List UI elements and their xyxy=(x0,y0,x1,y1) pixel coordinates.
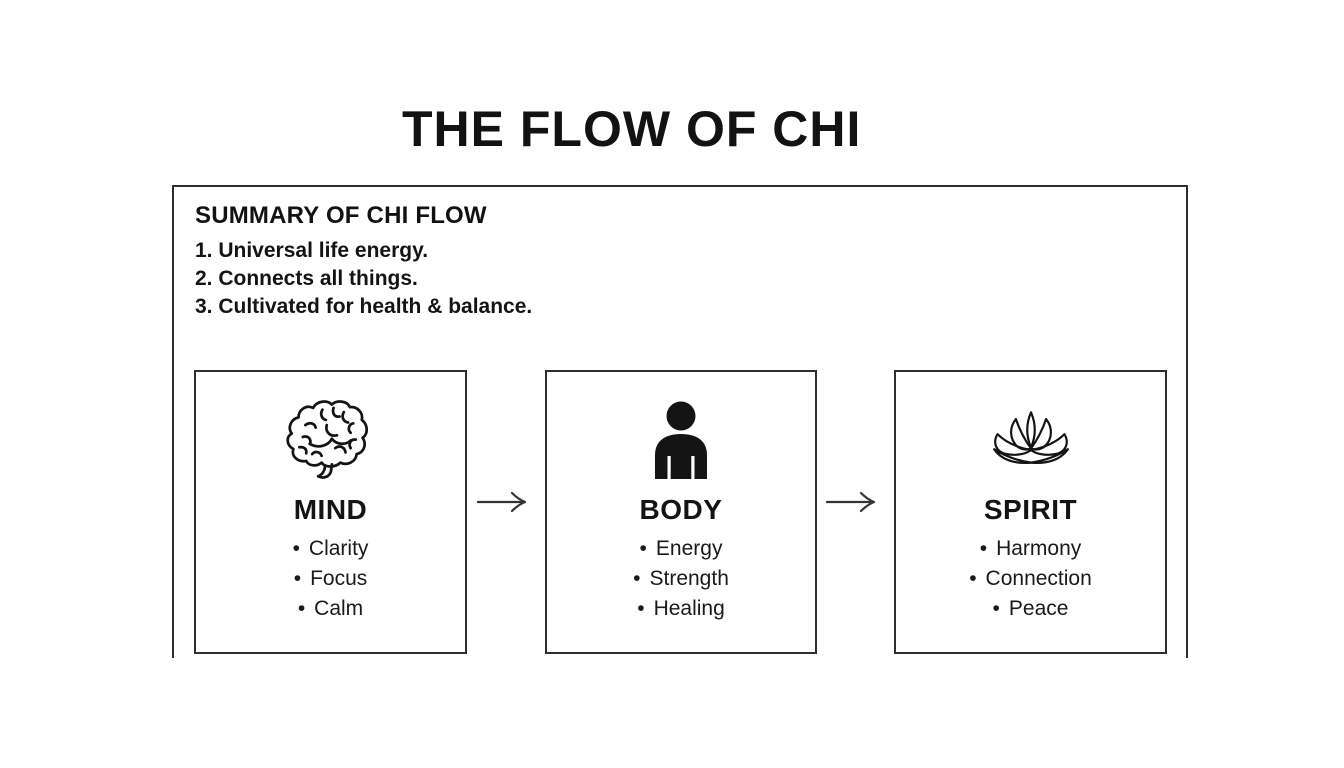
bullet-dot: • xyxy=(633,567,641,590)
bullet-item: • Calm xyxy=(196,594,465,624)
mind-node: MIND •Clarity •Focus •Calm xyxy=(194,370,467,654)
bullet-item: • Energy xyxy=(547,534,815,564)
bullet-dot: • xyxy=(639,537,647,560)
brain-icon xyxy=(284,398,378,482)
summary-item: 2. Connects all things. xyxy=(195,267,418,290)
node-label-body: BODY xyxy=(639,494,723,525)
summary-heading: SUMMARY OF CHI FLOW xyxy=(195,202,487,229)
node-label-spirit: SPIRIT xyxy=(983,494,1078,525)
node-label-mind: MIND xyxy=(293,494,368,525)
bullet-dot: • xyxy=(969,567,977,590)
person-icon xyxy=(655,398,707,482)
lotus-icon xyxy=(989,398,1073,482)
bullet-dot: • xyxy=(992,597,1000,620)
spirit-bullet-list: • Harmony • Connection • Peace xyxy=(896,534,1165,624)
bullet-text: Peace xyxy=(1008,597,1069,620)
bullet-dot: • xyxy=(293,567,302,590)
summary-section: SUMMARY OF CHI FLOW 1. Universal life en… xyxy=(195,202,532,321)
page-title: THE FLOW OF CHI xyxy=(402,101,862,157)
body-bullet-list: •Energy •Strength •Healing xyxy=(547,534,815,624)
bullet-item: • Healing xyxy=(547,594,815,624)
summary-item: 3. Cultivated for health & balance. xyxy=(195,295,533,318)
bullet-dot: • xyxy=(297,597,306,620)
bullet-text: Connection xyxy=(985,567,1092,590)
bullet-text: Harmony xyxy=(996,537,1082,560)
bullet-text: Healing xyxy=(653,597,725,620)
body-node: BODY •Energy •Strength •Healing xyxy=(545,370,817,654)
right-arrow-icon xyxy=(476,491,527,513)
bullet-dot: • xyxy=(292,537,300,560)
right-arrow-icon xyxy=(825,491,876,513)
bullet-text: Calm xyxy=(314,597,364,620)
bullet-item: • Peace xyxy=(896,594,1165,624)
bullet-item: • Harmony xyxy=(896,534,1165,564)
bullet-item: • Strength xyxy=(547,564,815,594)
bullet-text: Strength xyxy=(649,567,729,590)
bullet-dot: • xyxy=(637,597,645,620)
bullet-item: • Clarity xyxy=(196,534,465,564)
mind-bullet-list: •Clarity •Focus •Calm xyxy=(196,534,465,624)
bullet-text: Focus xyxy=(310,567,368,590)
bullet-dot: • xyxy=(979,537,988,560)
summary-item: 1. Universal life energy. xyxy=(195,239,429,262)
bullet-text: Energy xyxy=(655,537,723,560)
bullet-item: • Connection xyxy=(896,564,1165,594)
bullet-item: • Focus xyxy=(196,564,465,594)
spirit-node: SPIRIT • Harmony • Connection • Peace xyxy=(894,370,1167,654)
bullet-text: Clarity xyxy=(308,537,369,560)
